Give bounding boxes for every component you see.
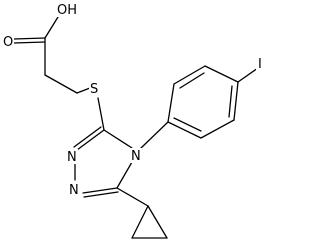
bond-cp-ring-1 <box>131 205 149 239</box>
bond-ar-5 <box>200 119 235 139</box>
iodine-label: I <box>258 57 262 72</box>
bond-n1-c5-a <box>82 187 118 194</box>
sulfur-label: S <box>90 82 98 97</box>
bond-ar-1 <box>167 83 175 123</box>
triazole-n1-label: N <box>69 183 79 198</box>
bond-ar-4 <box>233 81 239 121</box>
bond-n4-c5 <box>116 161 133 189</box>
bond-n4-aryl <box>140 121 169 149</box>
bond-c3-n2-b <box>73 126 102 148</box>
bond-cp-ring-3 <box>147 205 168 239</box>
carbonyl-oxygen-label: O <box>3 35 13 50</box>
bond-ar-inner-1 <box>179 72 205 89</box>
bond-ar-6 <box>167 121 202 139</box>
molecule-drawing: OH O S N N N I <box>3 2 264 239</box>
bond-c5-cyclopropyl <box>116 187 149 207</box>
hydroxyl-label: OH <box>57 3 77 18</box>
triazole-n2-label: N <box>67 150 77 165</box>
bond-carbonyl-double-b <box>13 41 46 44</box>
bond-s-c3 <box>97 97 105 131</box>
bond-ar-inner-3 <box>173 117 202 132</box>
bond-ch2-ch2b <box>44 74 78 94</box>
bond-oh-carboxyl-c <box>44 16 59 39</box>
triazole-n4-label: N <box>131 149 141 164</box>
bond-ar-3 <box>204 65 239 83</box>
bond-c3-n2-a <box>76 129 105 151</box>
bond-n1-c5-b <box>83 191 119 198</box>
bonds <box>13 16 259 239</box>
atom-labels: OH O S N N N I <box>3 2 264 198</box>
bond-carbonyl-double-a <box>13 37 46 40</box>
bond-ar-inner-2 <box>228 85 233 118</box>
bond-ch2-s <box>76 87 91 94</box>
bond-c-iodine <box>237 67 259 83</box>
bond-c3-n4 <box>103 129 133 149</box>
bond-ar-2 <box>173 65 206 85</box>
